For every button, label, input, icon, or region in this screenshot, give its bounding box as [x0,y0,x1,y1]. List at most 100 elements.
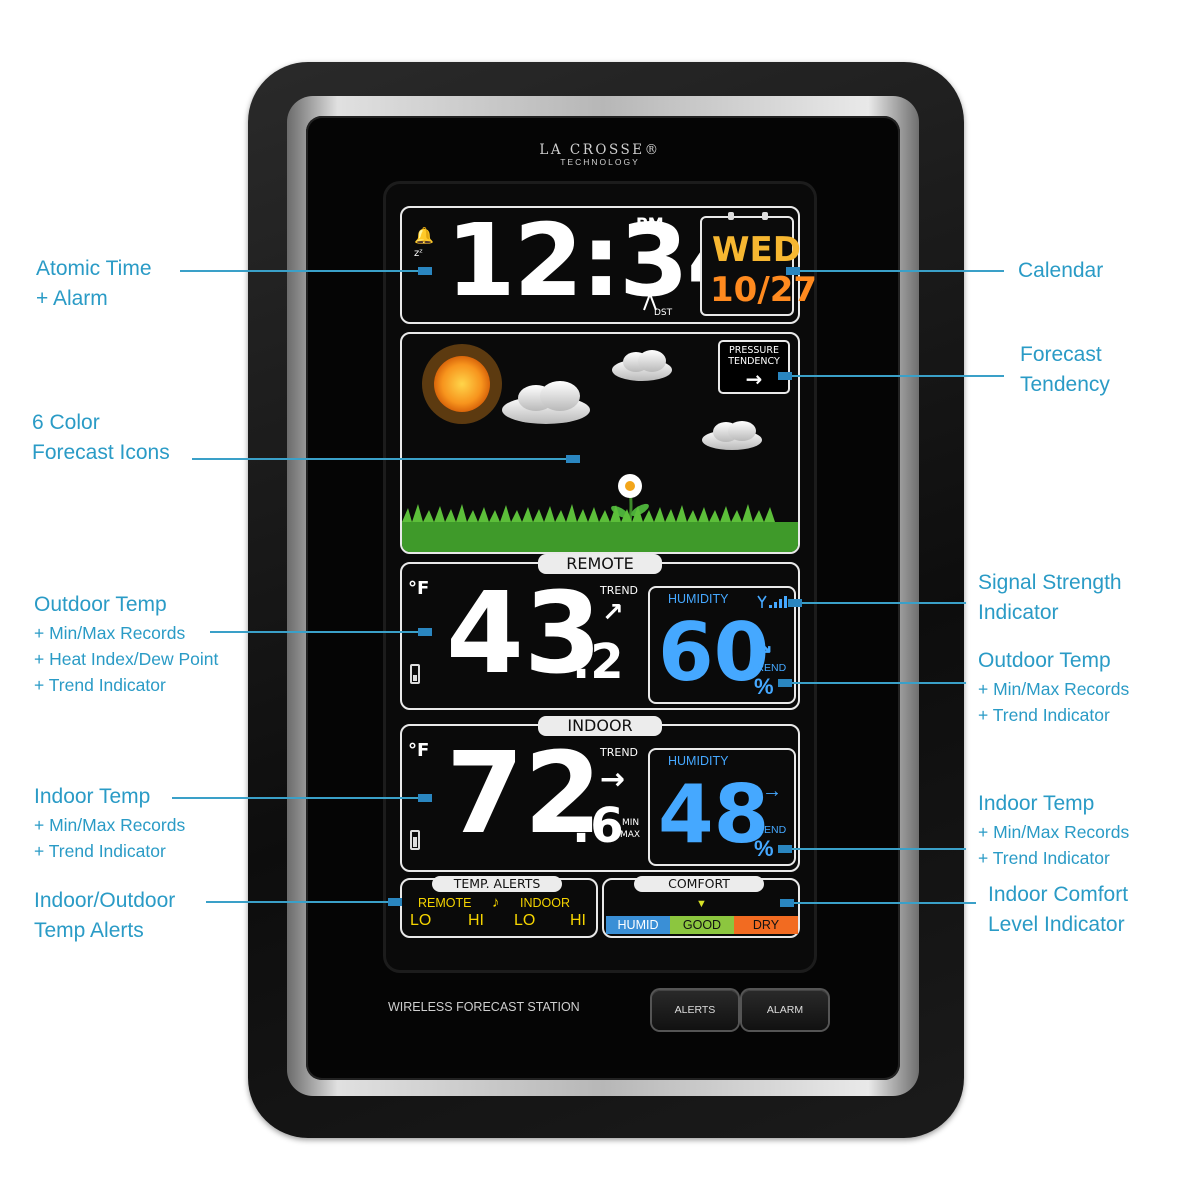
callout-marker [788,599,802,607]
callout-title: Calendar [1018,259,1104,282]
callout-atomic-time: Atomic Time + Alarm [36,254,152,314]
callout-line [180,270,418,272]
alarm-button[interactable]: ALARM [742,990,828,1030]
signal-strength-icon [757,595,787,608]
callout-line [792,848,966,850]
remote-humidity-value: 60 [658,606,770,699]
cloud-icon [702,421,762,450]
callout-title: Indicator [978,601,1059,624]
callout-line [802,602,966,604]
comfort-level-good: GOOD [670,916,734,934]
indoor-temp: 72 [446,729,602,859]
lcd-screen: 🔔 zᶻ 12:34 PM DST WED 10/27 [386,184,817,970]
callout-title: Temp Alerts [34,919,144,942]
callout-forecast-icons: 6 Color Forecast Icons [32,408,170,468]
calendar-ring-icon [762,212,768,220]
callout-outdoor-temp: Outdoor Temp + Min/Max Records + Heat In… [34,590,218,698]
indoor-max-label: MAX [620,830,641,840]
remote-humidity-trend-label: TREND [750,662,787,674]
indoor-min-label: MIN [622,818,640,828]
alerts-remote-label: REMOTE [418,896,472,910]
callout-line [792,375,1004,377]
alert-speaker-icon: ♪ [492,894,500,911]
remote-humidity-box: HUMIDITY 60 ↘ TREND % [648,586,796,704]
alerts-button[interactable]: ALERTS [652,990,738,1030]
callout-title: Tendency [1020,373,1110,396]
indoor-humidity-percent: % [754,836,774,861]
alerts-remote-lo: LO [410,912,432,929]
callout-title: Signal Strength [978,571,1122,594]
alerts-indoor-label: INDOOR [520,896,570,910]
pressure-tendency-label: PRESSURE TENDENCY [728,345,780,367]
indoor-title: INDOOR [538,716,662,736]
callout-indoor-humidity: Indoor Temp + Min/Max Records + Trend In… [978,789,1129,871]
callout-title: Indoor Temp [34,785,151,808]
grass-icon [402,504,798,552]
comfort-level-humid: HUMID [606,916,670,934]
callout-title: Outdoor Temp [34,593,167,616]
callout-title: Indoor Temp [978,792,1095,815]
callout-title: 6 Color [32,411,100,434]
callout-marker [786,267,800,275]
callout-sub: + Trend Indicator [978,848,1110,868]
indoor-panel: INDOOR °F 72 .6 TREND → MIN MAX HUMIDITY… [400,716,800,872]
callout-marker [778,372,792,380]
callout-sub: + Trend Indicator [34,675,166,695]
pressure-arrow-icon: → [745,367,763,391]
callout-sub: + Trend Indicator [978,705,1110,725]
callout-sub: + Trend Indicator [34,841,166,861]
indoor-humidity-trend-label: TREND [750,824,787,836]
callout-outdoor-humidity: Outdoor Temp + Min/Max Records + Trend I… [978,646,1129,728]
brand-line1: LA CROSSE® [539,142,661,158]
indoor-humidity-box: HUMIDITY 48 → TREND % [648,748,796,866]
callout-line [800,270,1004,272]
indoor-trend-arrow-icon: → [600,762,626,797]
cloud-icon [612,350,672,381]
callout-marker [778,679,792,687]
callout-line [206,901,390,903]
callout-title: Forecast Icons [32,441,170,464]
callout-line [172,797,420,799]
callout-title: Forecast [1020,343,1102,366]
indoor-temp-decimal: .6 [572,798,624,854]
comfort-level-dry: DRY [734,916,798,934]
remote-panel: REMOTE °F 43 .2 TREND ↗ HUMIDITY 60 ↘ TR… [400,554,800,710]
callout-line [192,458,568,460]
forecast-scene [402,344,798,552]
ampm-indicator: PM [636,214,664,233]
battery-icon [410,830,420,850]
callout-title: Outdoor Temp [978,649,1111,672]
comfort-title: COMFORT [634,876,764,892]
battery-icon [410,664,420,684]
alerts-indoor-lo: LO [514,912,536,929]
cloud-icon [502,381,590,424]
atomic-signal-icon [643,282,669,311]
snooze-icon: zᶻ [414,248,423,259]
comfort-panel: COMFORT ▼ HUMID GOOD DRY [602,876,800,938]
remote-humidity-label: HUMIDITY [668,592,729,606]
alerts-remote-hi: HI [468,912,484,929]
callout-sub: + Min/Max Records [34,623,186,643]
callout-marker [566,455,580,463]
callout-sub: + Min/Max Records [34,815,186,835]
calendar-box: WED 10/27 [700,212,817,316]
callout-line [792,682,966,684]
model-label: WIRELESS FORECAST STATION [388,1000,580,1014]
callout-marker [388,898,402,906]
callout-title: Level Indicator [988,913,1125,936]
callout-marker [418,794,432,802]
alerts-indoor-hi: HI [570,912,586,929]
callout-comfort-level: Indoor Comfort Level Indicator [988,880,1128,940]
callout-sub: + Min/Max Records [978,679,1130,699]
callout-calendar: Calendar [1018,256,1103,286]
remote-humidity-trend-icon: ↘ [756,636,773,658]
indoor-trend-label: TREND [600,746,639,759]
pressure-tendency-box: PRESSURE TENDENCY → [718,340,790,394]
callout-marker [418,628,432,636]
comfort-marker-icon: ▼ [696,898,707,910]
calendar-day: WED [712,230,801,270]
callout-marker [418,267,432,275]
callout-title: Atomic Time [36,257,152,280]
callout-signal-strength: Signal Strength Indicator [978,568,1122,628]
callout-title: Indoor/Outdoor [34,889,176,912]
